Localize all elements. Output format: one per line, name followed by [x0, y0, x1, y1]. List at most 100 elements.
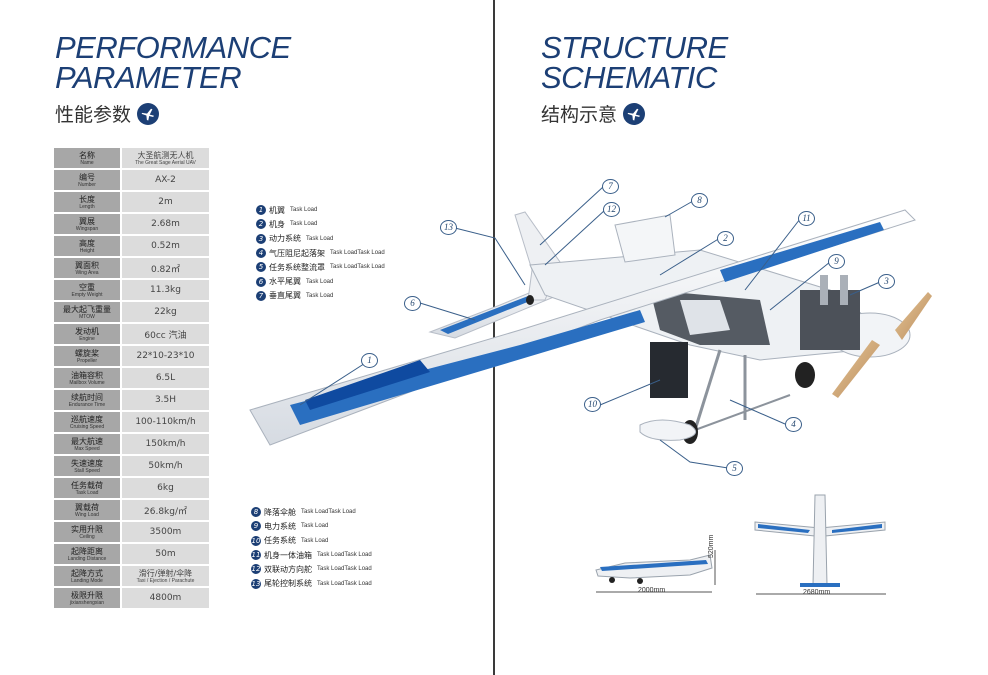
param-value-text: 100-110km/h	[135, 417, 196, 427]
param-value-text: 3.5H	[154, 395, 177, 405]
param-value: 6kg	[120, 478, 209, 498]
legend-number: 1	[256, 205, 266, 216]
legend-label-en: Task Load	[301, 523, 329, 530]
subheading-text: 性能参数	[55, 104, 132, 126]
param-label-zh: 螺旋桨	[75, 348, 99, 358]
param-label-en: Task Load	[75, 489, 99, 496]
param-label-en: Number	[78, 181, 96, 188]
legend-number: 10	[251, 535, 261, 546]
callout-10: 10	[584, 397, 601, 412]
legend-label-en: Task LoadTask Load	[330, 264, 385, 271]
legend-label-en: Task LoadTask Load	[330, 250, 385, 257]
callout-13: 13	[440, 220, 457, 235]
param-label-en: Landing Mode	[71, 577, 103, 584]
param-label-en: Endurance Time	[68, 401, 106, 408]
heading-line-2: SCHEMATIC	[541, 60, 717, 95]
side-height-label: 520mm	[708, 534, 715, 558]
legend-number: 9	[251, 521, 261, 532]
param-label-en: Stall Speed	[74, 467, 100, 474]
param-value-text: 4800m	[149, 593, 182, 603]
param-value: 4800m	[120, 588, 209, 608]
param-value-text: 26.8kg/㎡	[144, 506, 187, 517]
param-label-zh: 翼载荷	[75, 502, 99, 512]
performance-subheading: 性能参数	[55, 100, 160, 127]
param-value: 3500m	[120, 522, 209, 542]
legend-label-zh: 垂直尾翼	[269, 291, 301, 301]
param-value: 0.82㎡	[120, 258, 209, 278]
param-value-text: 11.3kg	[150, 285, 181, 295]
param-value-text: 6.5L	[155, 373, 176, 383]
param-value-text: 22*10-23*10	[136, 351, 195, 361]
param-value-text: 3500m	[149, 527, 182, 537]
legend-number: 12	[251, 564, 261, 575]
legend-label-en: Task LoadTask Load	[317, 552, 372, 559]
param-label-zh: 油箱容积	[71, 370, 103, 380]
callout-11: 11	[798, 211, 815, 226]
param-value: 150km/h	[120, 434, 209, 454]
legend-number: 2	[256, 219, 266, 230]
param-label-zh: 空重	[79, 282, 95, 292]
legend-number: 4	[256, 248, 266, 259]
legend-label-zh: 降落伞舱	[264, 507, 296, 517]
param-label-en: Wing Area	[75, 269, 99, 276]
legend-label-zh: 任务系统整流罩	[269, 262, 325, 272]
param-label-en: Ceiling	[79, 533, 95, 540]
legend-label-zh: 机翼	[269, 205, 285, 215]
param-value-text: 6kg	[157, 483, 174, 493]
param-value-zh: 滑行/弹射/伞降	[138, 568, 193, 578]
param-label-zh: 续航时间	[71, 392, 103, 402]
param-value-text: 150km/h	[145, 439, 186, 449]
param-label-zh: 巡航速度	[71, 414, 103, 424]
param-label-zh: 名称	[79, 150, 95, 160]
legend-number: 3	[256, 233, 266, 244]
legend-label-zh: 电力系统	[264, 521, 296, 531]
legend-label-zh: 动力系统	[269, 234, 301, 244]
param-value-text: 50km/h	[148, 461, 183, 471]
legend-label-zh: 水平尾翼	[269, 277, 301, 287]
param-value: 22*10-23*10	[120, 346, 209, 366]
param-label-zh: 高度	[79, 238, 95, 248]
param-value: 50m	[120, 544, 209, 564]
callout-5: 5	[726, 461, 743, 476]
param-label-zh: 最大起飞重量	[63, 304, 111, 314]
param-label-zh: 任务载荷	[71, 480, 103, 490]
callout-4: 4	[785, 417, 802, 432]
legend-label-zh: 机身	[269, 219, 285, 229]
param-value: 60cc 汽油	[120, 324, 209, 344]
param-label-en: Propeller	[76, 357, 97, 364]
legend-label-zh: 尾轮控制系统	[264, 579, 312, 589]
param-value: 11.3kg	[120, 280, 209, 300]
param-label-zh: 最大航速	[71, 436, 103, 446]
callout-1: 1	[361, 353, 378, 368]
